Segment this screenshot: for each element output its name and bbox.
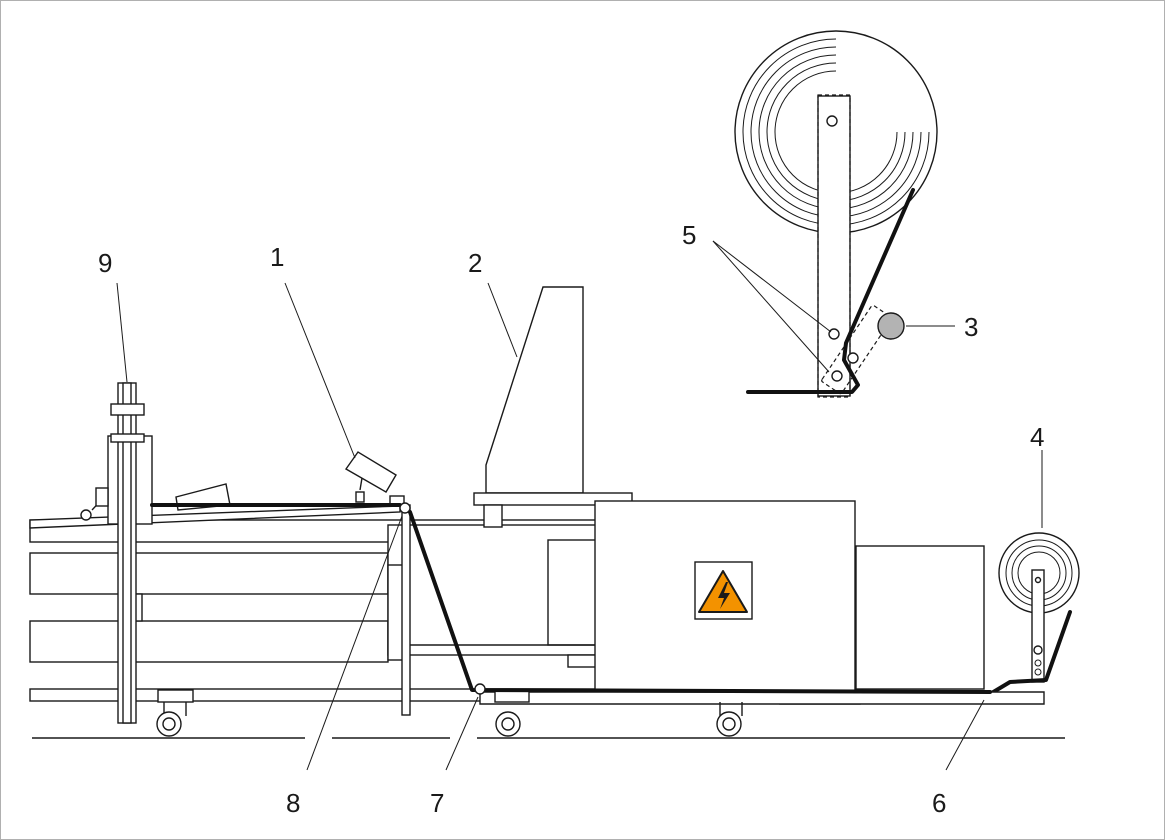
small-reel [988, 532, 1080, 696]
dancer-roller [877, 312, 905, 340]
deflection-roller-7 [474, 683, 486, 695]
guide-roller-a [828, 328, 840, 340]
callout-1: 1 [270, 242, 284, 272]
callout-9: 9 [98, 248, 112, 278]
deflection-roller-8 [399, 502, 411, 514]
hopper [473, 286, 633, 528]
callout-5: 5 [682, 220, 696, 250]
callout-8: 8 [286, 788, 300, 818]
callout-3: 3 [964, 312, 978, 342]
callout-2: 2 [468, 248, 482, 278]
left-unit [29, 382, 599, 737]
callout-6: 6 [932, 788, 946, 818]
web-path [150, 503, 992, 694]
guide-roller-b [831, 370, 843, 382]
detail-reel [734, 30, 938, 398]
leader-lines [116, 240, 1043, 771]
callout-7: 7 [430, 788, 444, 818]
sensor [344, 451, 405, 507]
callout-4: 4 [1030, 422, 1044, 452]
high-voltage-warning-icon [694, 561, 753, 620]
